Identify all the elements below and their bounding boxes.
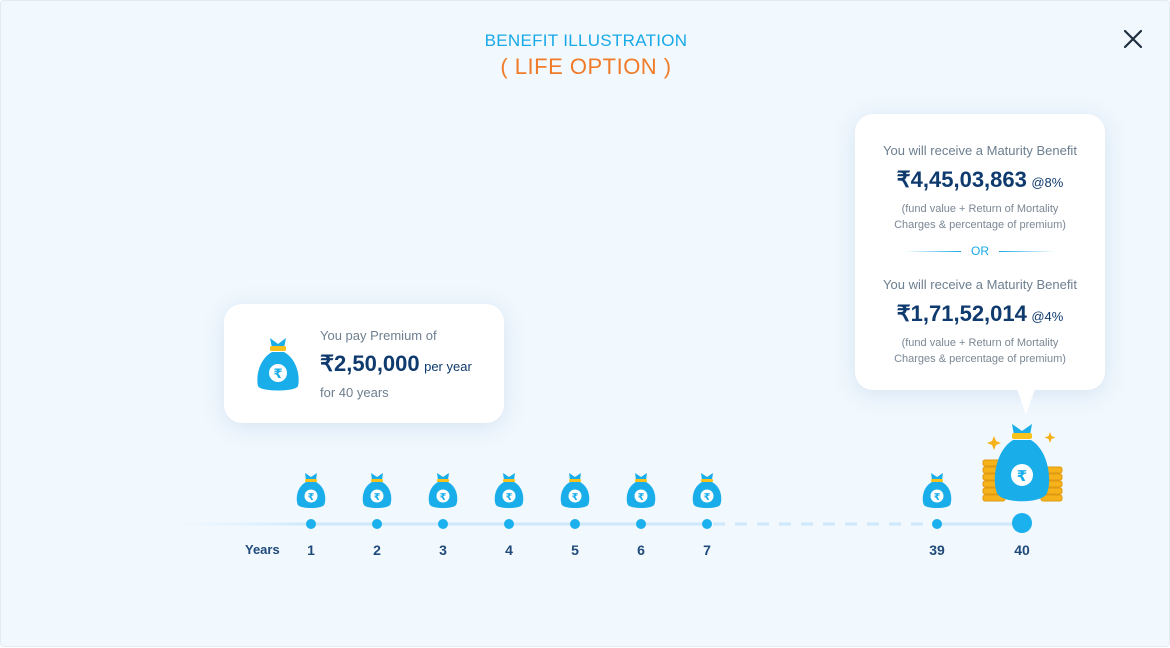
close-icon[interactable]: [1119, 25, 1147, 53]
timeline-dots: [306, 513, 1032, 533]
page-title: BENEFIT ILLUSTRATION: [484, 31, 688, 50]
timeline-line-end: [937, 522, 1022, 526]
timeline-dot-40: [1012, 513, 1032, 533]
year-label: 7: [703, 542, 711, 558]
timeline-bags: [296, 473, 952, 508]
timeline-dot-4: [504, 519, 514, 529]
timeline-dot-3: [438, 519, 448, 529]
money-bag-icon: [494, 473, 524, 508]
money-bag-icon: [428, 473, 458, 508]
premium-card: ₹ You pay Premium of ₹2,50,000 per year …: [224, 304, 504, 423]
or-text: OR: [971, 244, 989, 258]
timeline-dot-39: [932, 519, 942, 529]
maturity-note-8-line2: Charges & percentage of premium): [894, 219, 1066, 231]
maturity-amount-row-8: ₹4,45,03,863 @8%: [855, 167, 1105, 193]
money-bag-icon: [922, 473, 952, 508]
maturity-label-8: You will receive a Maturity Benefit: [883, 143, 1077, 158]
timeline-dot-7: [702, 519, 712, 529]
premium-duration: for 40 years: [320, 385, 389, 400]
premium-amount-row: ₹2,50,000 per year: [320, 351, 472, 377]
premium-label: You pay Premium of: [320, 328, 437, 343]
money-bag-icon: [626, 473, 656, 508]
timeline-line-fade: [181, 522, 311, 526]
money-bag-icon: [560, 473, 590, 508]
timeline-dot-2: [372, 519, 382, 529]
timeline-dot-1: [306, 519, 316, 529]
year-label: 5: [571, 542, 579, 558]
year-label: 2: [373, 542, 381, 558]
svg-text:₹: ₹: [1017, 467, 1027, 485]
or-divider: OR: [905, 244, 1055, 260]
year-label: 4: [505, 542, 513, 558]
maturity-note-8-line1: (fund value + Return of Mortality: [901, 203, 1059, 215]
years-axis-label: Years: [245, 542, 280, 557]
maturity-amount-8: ₹4,45,03,863: [896, 167, 1027, 192]
year-label: 3: [439, 542, 447, 558]
maturity-rate-8: @8%: [1031, 175, 1064, 190]
maturity-amount-row-4: ₹1,71,52,014 @4%: [855, 301, 1105, 327]
maturity-note-4: (fund value + Return of Mortality Charge…: [875, 335, 1085, 367]
premium-frequency: per year: [424, 359, 472, 374]
maturity-bag-with-coins-icon: ₹: [982, 424, 1063, 502]
maturity-note-4-line2: Charges & percentage of premium): [894, 353, 1066, 365]
maturity-rate-4: @4%: [1031, 309, 1064, 324]
year-label: 1: [307, 542, 315, 558]
or-line-right: [999, 251, 1055, 252]
money-bag-icon: [362, 473, 392, 508]
year-label: 40: [1014, 542, 1030, 558]
maturity-note-8: (fund value + Return of Mortality Charge…: [875, 201, 1085, 233]
premium-amount: ₹2,50,000: [320, 351, 420, 376]
svg-text:₹: ₹: [273, 367, 282, 382]
year-label: 6: [637, 542, 645, 558]
page-subtitle: ( LIFE OPTION ): [500, 54, 672, 79]
maturity-card-pointer: [1015, 383, 1037, 415]
maturity-label-4: You will receive a Maturity Benefit: [883, 277, 1077, 292]
maturity-amount-4: ₹1,71,52,014: [896, 301, 1027, 326]
maturity-card: You will receive a Maturity Benefit ₹4,4…: [855, 114, 1105, 390]
money-bag-icon: [692, 473, 722, 508]
maturity-note-4-line1: (fund value + Return of Mortality: [901, 337, 1059, 349]
money-bag-icon: [296, 473, 326, 508]
timeline-dot-5: [570, 519, 580, 529]
or-line-left: [905, 251, 961, 252]
rupee-money-bag-icon: ₹: [257, 338, 299, 391]
timeline-dot-6: [636, 519, 646, 529]
year-label: 39: [929, 542, 945, 558]
